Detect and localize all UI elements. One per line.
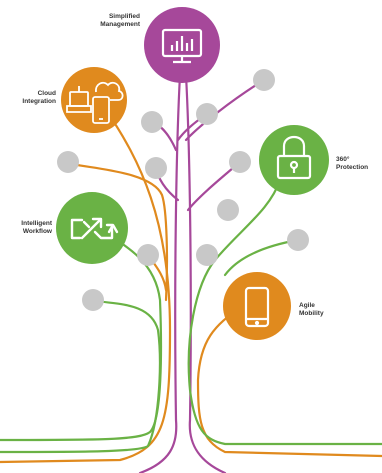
leaf-dot: [229, 151, 251, 173]
leaf-dot: [141, 111, 163, 133]
management-node: [144, 7, 220, 83]
workflow-label: Intelligent Workflow: [21, 220, 52, 235]
purple-branches: [138, 73, 266, 473]
protection-label: 360° Protection: [336, 156, 369, 171]
mobility-node: [223, 272, 291, 340]
cloud-label: Cloud Integration: [22, 90, 56, 105]
leaf-dot: [217, 199, 239, 221]
cloud-node: [61, 67, 127, 133]
leaf-dots: [57, 69, 309, 311]
protection-node: [259, 125, 329, 195]
mobility-label: Agile Mobility: [299, 302, 324, 317]
leaf-dot: [253, 69, 275, 91]
management-label: Simplified Management: [100, 13, 140, 28]
leaf-dot: [145, 157, 167, 179]
leaf-dot: [137, 244, 159, 266]
workflow-node: [56, 192, 128, 264]
leaf-dot: [287, 229, 309, 251]
leaf-dot: [196, 103, 218, 125]
padlock-icon: [276, 135, 312, 180]
monitor-chart-icon: [161, 28, 203, 64]
leaf-dot: [82, 289, 104, 311]
leaf-dot: [57, 151, 79, 173]
smartphone-icon: [244, 286, 270, 328]
leaf-dot: [196, 244, 218, 266]
workflow-arrows-icon: [70, 217, 119, 240]
cloud-devices-icon: [66, 81, 124, 124]
